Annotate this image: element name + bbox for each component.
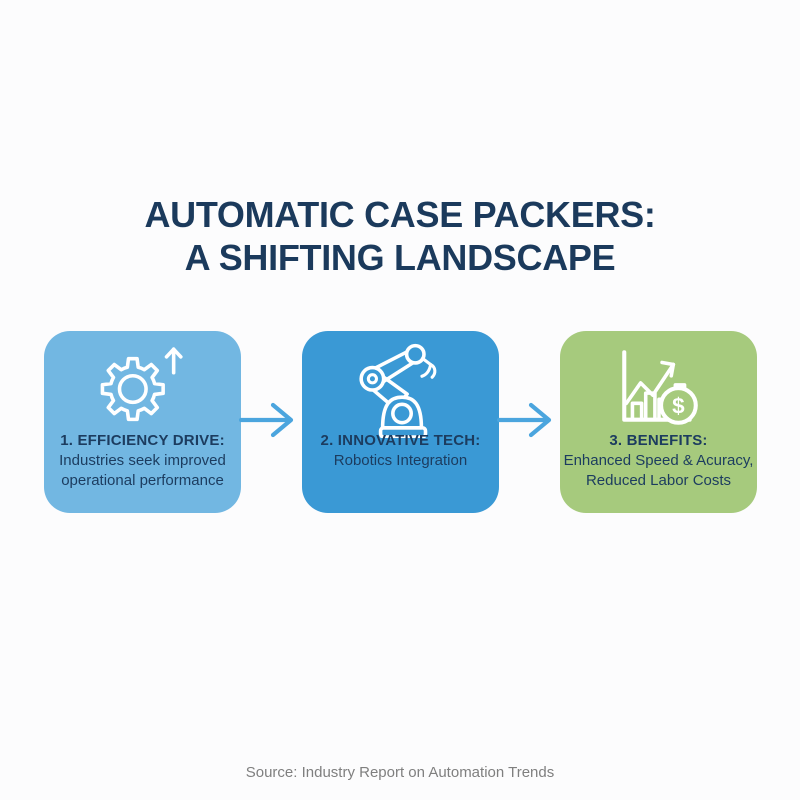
step-heading: 1. EFFICIENCY DRIVE: [60,432,225,449]
flow-arrow-1 [239,402,294,438]
page-title-line1: AUTOMATIC CASE PACKERS: [144,194,656,235]
page-title: AUTOMATIC CASE PACKERS: A SHIFTING LANDS… [0,193,800,279]
step-body: Enhanced Speed & Acuracy, Reduced Labor … [560,451,757,491]
step-card-innovative-tech: 2. INNOVATIVE TECH: Robotics Integration [302,331,499,513]
source-citation: Source: Industry Report on Automation Tr… [245,764,555,781]
step-card-benefits: $ 3. BENEFITS: Enhanced Speed & Acuracy,… [560,331,757,513]
robot-arm-icon [302,331,499,438]
step-body-line: Robotics Integration [333,452,468,469]
step-body-line: Industries seek improved [59,452,226,469]
step-body: Industries seek improved operational per… [44,451,241,491]
step-heading: 2. INNOVATIVE TECH: [320,432,481,449]
page-title-line2: A SHIFTING LANDSCAPE [184,237,616,278]
flow-arrow-2 [497,402,552,438]
step-body-line: Enhanced Speed & Acuracy, [563,452,754,469]
svg-text:$: $ [672,394,685,419]
step-body-line: Reduced Labor Costs [585,472,732,489]
gear-growth-icon [44,331,241,431]
step-body-line: operational performance [61,472,224,489]
step-card-efficiency-drive: 1. EFFICIENCY DRIVE: Industries seek imp… [44,331,241,513]
step-body: Robotics Integration [302,451,499,471]
step-heading: 3. BENEFITS: [609,432,708,449]
growth-chart-dollar-icon: $ [560,331,757,431]
